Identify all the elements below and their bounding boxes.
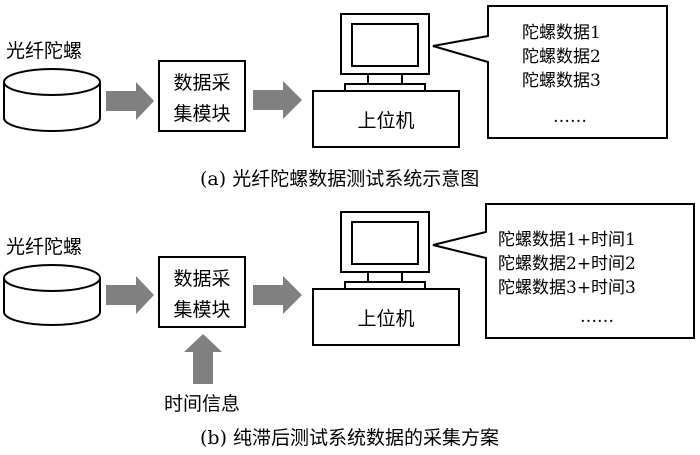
arrow-module-to-computer-a — [253, 81, 302, 119]
computer-icon-b — [312, 211, 460, 346]
module-line2-a: 集模块 — [173, 103, 230, 125]
data-bubble-a — [432, 5, 668, 139]
diagram-b: 光纤陀螺 数据采 集模块 上位机 陀螺数据1+时间1 陀螺数据2+时间2 陀螺数… — [3, 203, 695, 449]
bubble-line-a-4: …… — [553, 107, 587, 127]
module-line1-a: 数据采 — [173, 72, 230, 94]
arrow-module-to-computer-b — [253, 276, 302, 314]
data-bubble-b — [432, 203, 695, 339]
gyro-cylinder-icon-b — [3, 264, 101, 326]
acquisition-module-a — [158, 60, 246, 132]
computer-icon-a — [312, 13, 460, 148]
diagram-a: 光纤陀螺 数据采 集模块 上位机 陀螺数据1 陀螺数据2 陀螺数据3 …… — [3, 5, 668, 190]
bubble-line-b-4: …… — [580, 307, 614, 327]
bubble-line-a-3: 陀螺数据3 — [522, 71, 601, 91]
arrow-time-to-module-b — [184, 334, 222, 384]
bubble-line-a-1: 陀螺数据1 — [522, 23, 601, 43]
computer-label-a: 上位机 — [357, 110, 414, 132]
arrow-sensor-to-module-a — [106, 82, 154, 120]
caption-b: (b) 纯滞后测试系统数据的采集方案 — [200, 427, 499, 449]
computer-label-b: 上位机 — [357, 308, 414, 330]
bubble-line-b-1: 陀螺数据1+时间1 — [498, 230, 636, 250]
caption-a: (a) 光纤陀螺数据测试系统示意图 — [200, 168, 479, 190]
arrow-sensor-to-module-b — [106, 276, 154, 314]
gyro-cylinder-icon-a — [3, 68, 101, 132]
sensor-label-a: 光纤陀螺 — [6, 40, 82, 62]
acquisition-module-b — [158, 256, 246, 328]
bubble-line-b-2: 陀螺数据2+时间2 — [498, 254, 636, 274]
module-line1-b: 数据采 — [173, 268, 230, 290]
bubble-line-b-3: 陀螺数据3+时间3 — [498, 278, 636, 298]
bubble-line-a-2: 陀螺数据2 — [522, 47, 601, 67]
module-line2-b: 集模块 — [173, 299, 230, 321]
time-info-label-b: 时间信息 — [164, 393, 240, 415]
sensor-label-b: 光纤陀螺 — [6, 236, 82, 258]
